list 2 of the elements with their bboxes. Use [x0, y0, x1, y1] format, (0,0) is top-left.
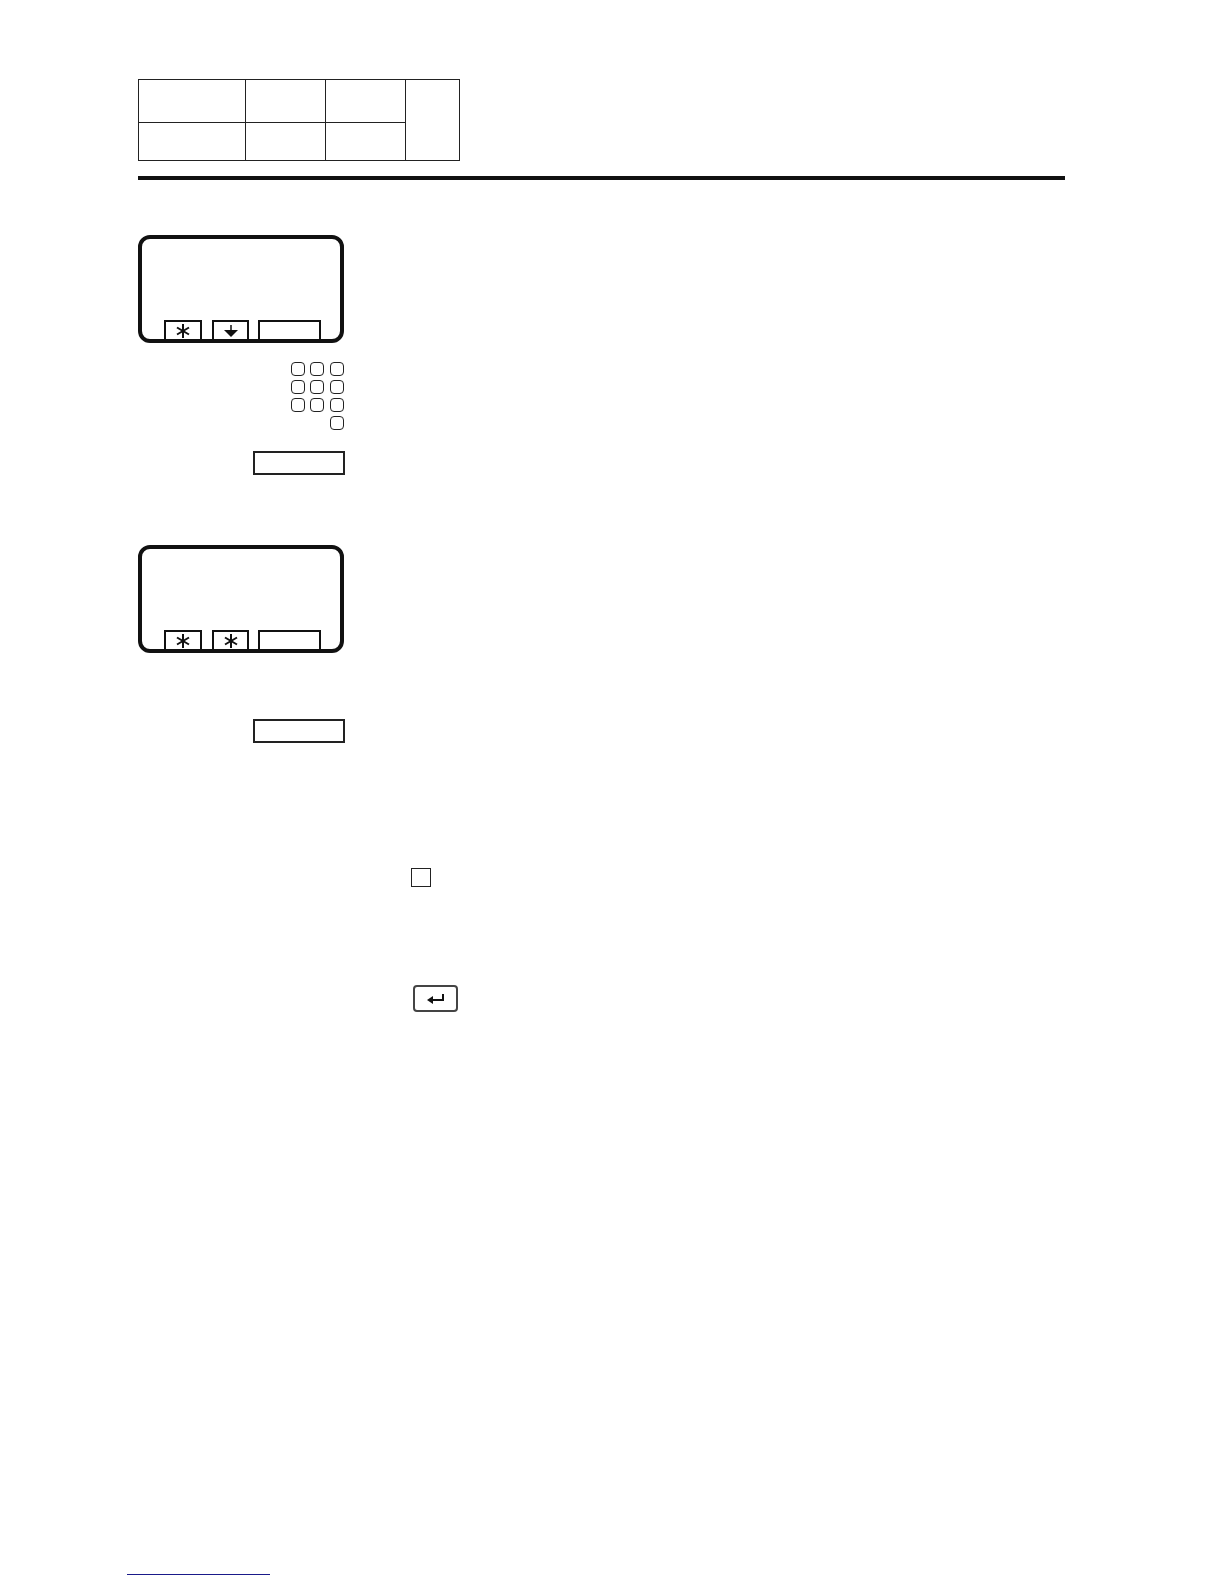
- key-outline: [253, 719, 345, 743]
- key-outline: [253, 451, 345, 475]
